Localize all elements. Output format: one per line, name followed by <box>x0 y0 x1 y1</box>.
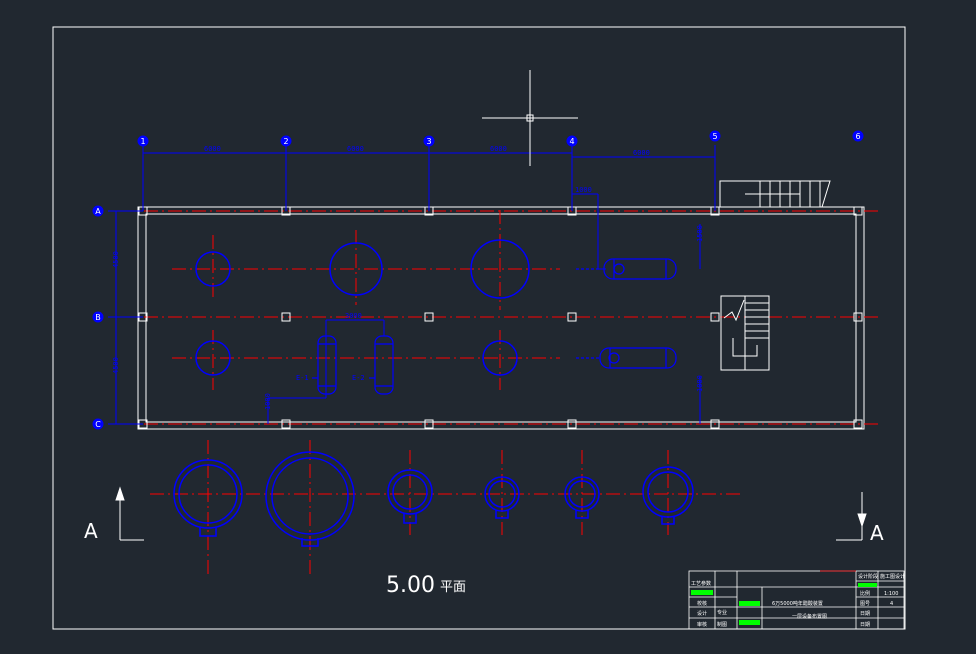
stair-side <box>720 295 770 371</box>
axis-column-labels: 1 2 3 4 5 6 <box>137 130 864 147</box>
tb-right-4: 图号 <box>860 601 870 607</box>
column-markers <box>138 206 863 429</box>
section-marker-right <box>836 492 867 541</box>
axis-col-2-text: 2 <box>283 137 288 146</box>
vessels-plan <box>195 239 530 376</box>
axis-col-4-text: 4 <box>569 137 574 146</box>
axis-col-6-text: 6 <box>855 132 860 141</box>
dim-top-3: 6000 <box>490 145 507 153</box>
section-label-left: A <box>84 519 98 543</box>
dim-right-lower: 1000 <box>696 375 704 392</box>
column-marker <box>281 419 291 429</box>
axis-row-B-text: B <box>95 313 101 322</box>
dim-top-4: 6000 <box>633 149 650 157</box>
axis-col-1: 1 <box>137 135 149 147</box>
tb-right-3: 1:100 <box>884 591 898 597</box>
vertical-exchangers <box>312 335 394 395</box>
tb-label-4: 审核 <box>697 621 707 628</box>
dimension-lines <box>108 145 716 425</box>
column-marker <box>424 312 434 322</box>
tb-label-1: 专业 <box>717 609 727 616</box>
plan-suffix: 平面 <box>440 580 466 595</box>
tag-e1: E-1 <box>296 374 309 382</box>
axis-col-1-text: 1 <box>140 137 145 146</box>
section-marker-left <box>115 486 144 541</box>
column-marker <box>853 419 863 429</box>
axis-col-2: 2 <box>280 135 292 147</box>
tb-right-0: 设计阶段 <box>858 573 878 580</box>
crosshair-cursor <box>482 70 578 166</box>
tb-label-5: 制图 <box>717 621 727 628</box>
tb-right-7: 日期 <box>860 622 870 628</box>
title-block-highlights <box>691 583 877 625</box>
title-block-text: 工艺参数 专业 校核 设计 审核 制图 6万5000吨年醋酸装置 一层设备布置图… <box>691 573 905 628</box>
dim-top-2: 6000 <box>347 145 364 153</box>
elevation-vessels <box>173 451 694 547</box>
axis-col-5: 5 <box>709 130 721 142</box>
column-marker <box>710 419 720 429</box>
dimension-text: 6000 6000 6000 6000 1000 3000 4500 4500 … <box>112 145 704 410</box>
column-marker <box>853 206 863 216</box>
axis-col-5-text: 5 <box>712 132 717 141</box>
horizontal-vessels <box>576 258 677 369</box>
building-outline <box>137 206 865 430</box>
tb-label-3: 设计 <box>697 610 707 617</box>
dim-left-2: 4500 <box>112 357 120 374</box>
tb-project: 6万5000吨年醋酸装置 <box>772 600 823 607</box>
dim-pipe-mid: 3000 <box>345 312 362 320</box>
dim-left-small: 1000 <box>264 393 272 410</box>
tb-right-5: 4 <box>890 601 893 607</box>
axis-row-labels: A B C <box>92 205 104 430</box>
column-marker <box>567 419 577 429</box>
column-marker <box>710 312 720 322</box>
drawing-frame <box>52 26 906 630</box>
tb-right-2: 比例 <box>860 590 870 597</box>
axis-col-3-text: 3 <box>426 137 431 146</box>
section-label-right: A <box>870 521 884 545</box>
tb-drawing-name: 一层设备布置图 <box>792 613 827 620</box>
axis-col-6: 6 <box>852 130 864 142</box>
dim-left-1: 4500 <box>112 251 120 268</box>
dim-right-upper: 1500 <box>696 225 704 242</box>
tb-label-2: 校核 <box>697 600 707 607</box>
column-marker <box>281 312 291 322</box>
centerlines <box>120 210 880 575</box>
stair-top <box>719 180 831 208</box>
axis-col-3: 3 <box>423 135 435 147</box>
column-marker <box>567 312 577 322</box>
axis-row-C-text: C <box>95 420 101 429</box>
tb-right-6: 日期 <box>860 611 870 617</box>
plan-number: 5.00 <box>386 573 435 598</box>
dim-top-1: 6000 <box>204 145 221 153</box>
axis-col-4: 4 <box>566 135 578 147</box>
tag-e2: E-2 <box>352 374 365 382</box>
tb-right-1: 施工图设计 <box>880 573 905 580</box>
column-marker <box>424 419 434 429</box>
axis-row-B: B <box>92 311 104 323</box>
axis-row-A: A <box>92 205 104 217</box>
axis-row-A-text: A <box>95 207 101 216</box>
dim-pipe-top: 1000 <box>575 186 592 194</box>
tb-label-0: 工艺参数 <box>691 580 711 587</box>
title-block <box>688 570 905 630</box>
axis-row-C: C <box>92 418 104 430</box>
column-marker <box>853 312 863 322</box>
